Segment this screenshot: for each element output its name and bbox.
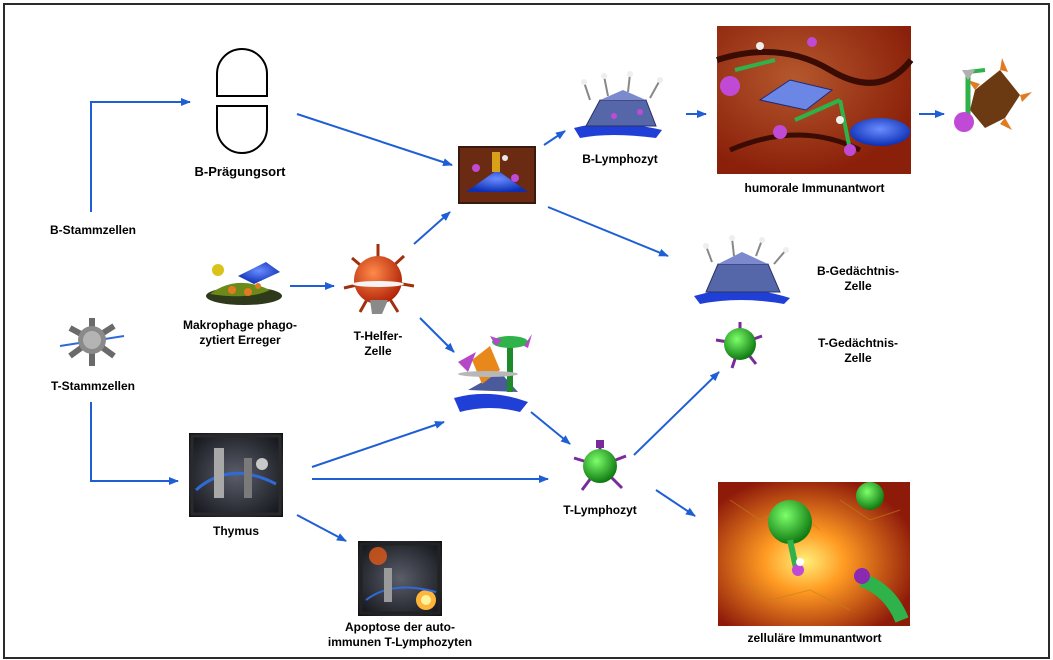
t-stem-cells-label: T-Stammzellen bbox=[50, 379, 136, 393]
b-memory-cell-label: B-Gedächtnis- Zelle bbox=[816, 264, 899, 293]
b-lymphocyte-label: B-Lymphozyt bbox=[582, 152, 658, 166]
cellular-response-image bbox=[718, 482, 910, 626]
thymus-label: Thymus bbox=[212, 524, 259, 538]
t-lymphocyte-icon bbox=[573, 440, 627, 491]
b-lymphocyte-icon bbox=[574, 71, 663, 138]
virus-icon bbox=[343, 244, 415, 314]
stem-cell-icon bbox=[59, 318, 125, 366]
arrow-bstem-to-bsite bbox=[90, 98, 191, 212]
t-helper-cell-label: T-Helfer- Zelle bbox=[353, 329, 403, 358]
macrophage-label: Makrophage phago- zytiert Erreger bbox=[182, 318, 297, 347]
activation-image bbox=[454, 334, 532, 412]
apoptosis-image bbox=[358, 541, 442, 616]
arrow-bactivation-to-blymph bbox=[543, 130, 566, 146]
humoral-response-image bbox=[716, 26, 914, 174]
t-lymphocyte-label: T-Lymphozyt bbox=[563, 503, 637, 517]
arrow-tactivation-to-tlymph bbox=[530, 411, 571, 445]
b-activation-image bbox=[458, 146, 536, 204]
macrophage-icon bbox=[206, 262, 282, 305]
arrow-tstem-to-thymus bbox=[90, 402, 179, 485]
t-memory-cell-icon bbox=[715, 322, 763, 369]
antibody-icon bbox=[954, 58, 1032, 132]
arrow-thelper-to-bactivation bbox=[413, 211, 451, 245]
arrow-bactivation-to-bmemory bbox=[547, 206, 669, 257]
apoptosis-label: Apoptose der auto- immunen T-Lymphozyten bbox=[327, 620, 473, 649]
humoral-response-label: humorale Immunantwort bbox=[744, 181, 885, 195]
capsule-icon bbox=[216, 48, 268, 154]
arrow-tlymph-to-cellular bbox=[655, 489, 696, 517]
b-memory-cell-icon bbox=[694, 235, 790, 304]
t-memory-cell-label: T-Gedächtnis- Zelle bbox=[817, 336, 898, 365]
arrow-thelper-to-tactivation bbox=[419, 317, 455, 353]
arrow-bsite-to-bactivation bbox=[296, 113, 453, 166]
b-stem-cells-label: B-Stammzellen bbox=[49, 223, 137, 237]
thymus-image bbox=[189, 433, 283, 517]
cellular-response-label: zelluläre Immunantwort bbox=[747, 631, 882, 645]
arrow-tlymph-to-tmemory bbox=[633, 371, 720, 456]
arrow-thymus-to-apoptosis bbox=[296, 514, 347, 542]
b-site-label: B-Prägungsort bbox=[194, 164, 286, 179]
arrow-thymus-to-tactivation bbox=[311, 421, 445, 468]
